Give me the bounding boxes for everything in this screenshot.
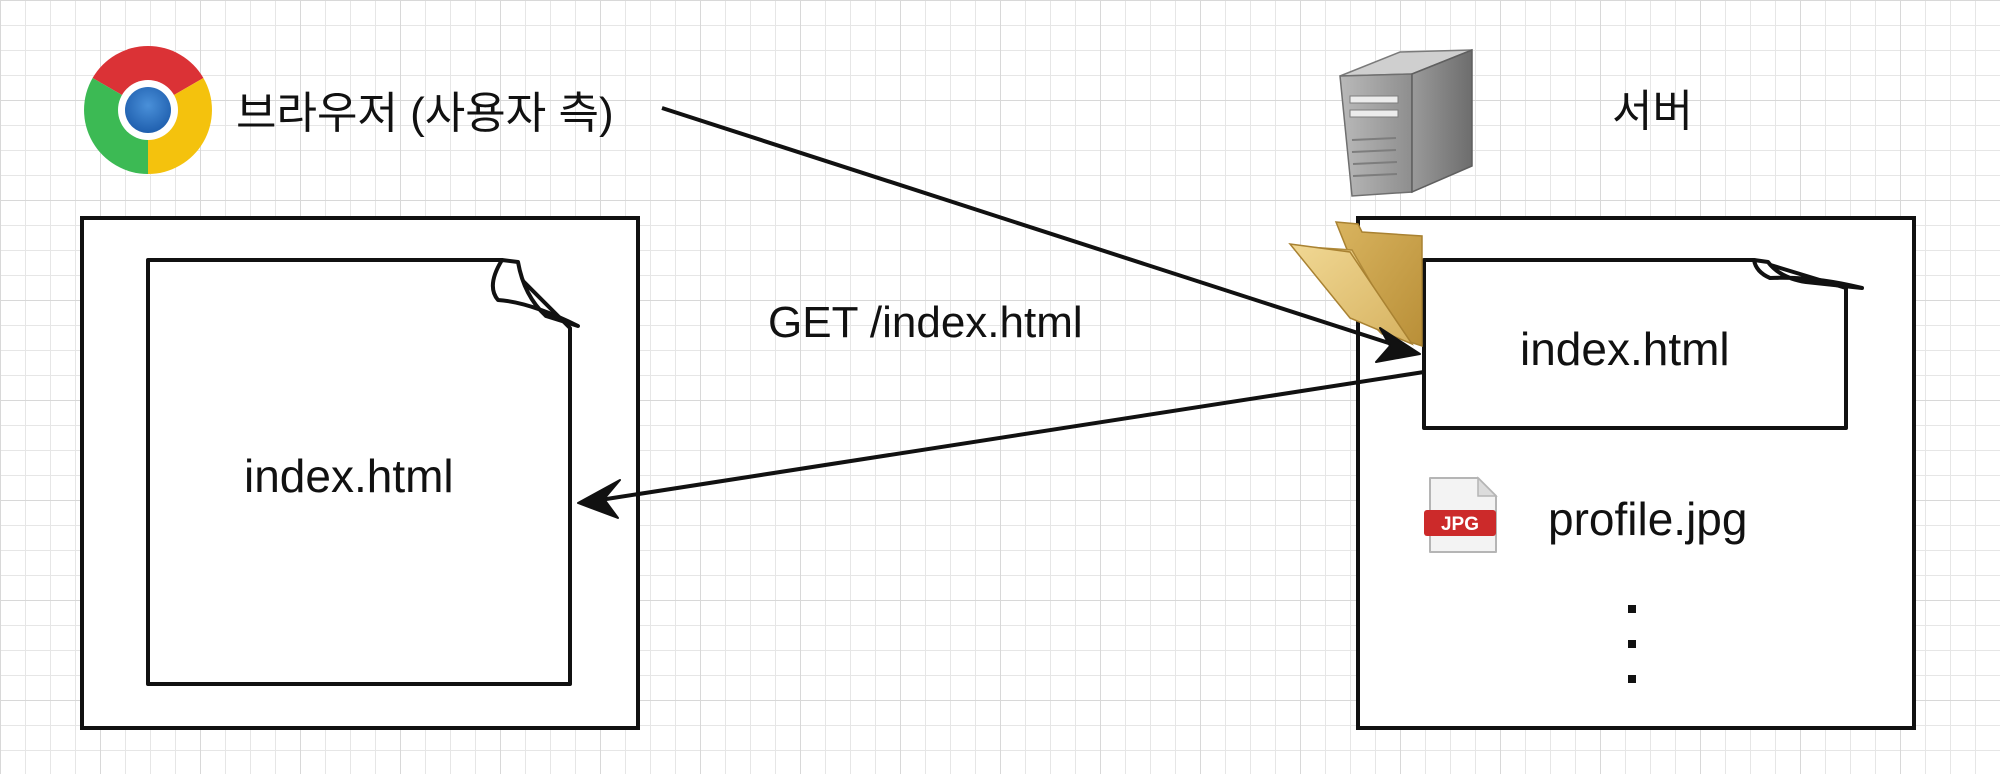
jpg-file-icon: JPG [1424,476,1498,553]
jpg-badge-text: JPG [1441,514,1479,535]
request-label: GET /index.html [768,298,1083,347]
image-file-label: profile.jpg [1548,493,1748,545]
server-document [1422,258,1864,430]
browser-label: 브라우저 (사용자 측) [236,89,614,138]
client-document [146,258,580,686]
folder-icon [1288,221,1423,348]
client-document-label: index.html [244,450,454,502]
more-files-ellipsis-icon [1628,605,1636,683]
response-arrow [577,370,1425,519]
request-arrow [661,106,1421,363]
server-document-label: index.html [1520,323,1730,375]
server-tower-icon [1339,48,1473,197]
server-label: 서버 [1612,87,1693,136]
chrome-icon [84,46,212,174]
